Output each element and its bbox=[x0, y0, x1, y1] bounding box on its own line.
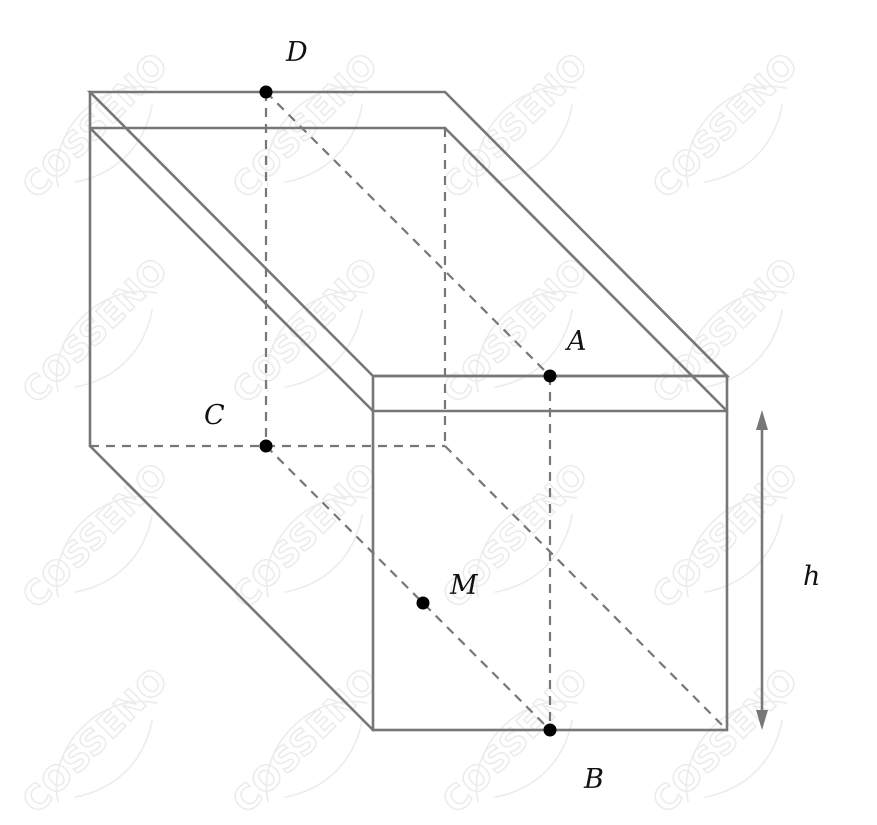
watermark-logo: COSSENO bbox=[224, 44, 387, 207]
watermark-logo: COSSENO bbox=[644, 44, 807, 207]
watermark-text: COSSENO bbox=[15, 455, 177, 617]
left-bottom-diagonal bbox=[88, 444, 375, 732]
point-M bbox=[416, 596, 430, 610]
watermark-text: COSSENO bbox=[225, 250, 387, 412]
hidden-bottom-right-diagonal bbox=[444, 445, 728, 731]
point-A bbox=[543, 369, 557, 383]
watermark-logo: COSSENO bbox=[434, 44, 597, 207]
watermark: COSSENO COSSENO COSSENO COSSENO COSSENO COSSE… bbox=[14, 44, 807, 822]
watermark-logo: COSSENO bbox=[644, 659, 807, 822]
watermark-logo: COSSENO bbox=[224, 454, 387, 617]
label-B: B bbox=[583, 764, 604, 795]
top-outer-face bbox=[86, 90, 731, 378]
watermark-text: COSSENO bbox=[15, 45, 177, 207]
watermark-text: COSSENO bbox=[15, 250, 177, 412]
rim-right-diagonal bbox=[443, 126, 729, 413]
watermark-text: COSSENO bbox=[435, 45, 597, 207]
watermark-logo: COSSENO bbox=[14, 659, 177, 822]
watermark-swirl bbox=[685, 290, 788, 393]
label-D: D bbox=[285, 37, 308, 68]
point-B bbox=[543, 723, 557, 737]
watermark-swirl bbox=[265, 700, 368, 803]
watermark-swirl bbox=[475, 700, 578, 803]
watermark-logo: COSSENO bbox=[14, 44, 177, 207]
segment-D-A bbox=[265, 91, 551, 377]
watermark-swirl bbox=[265, 85, 368, 188]
label-C: C bbox=[204, 400, 225, 431]
watermark-logo: COSSENO bbox=[224, 659, 387, 822]
watermark-swirl bbox=[55, 85, 158, 188]
point-D bbox=[259, 85, 273, 99]
watermark-text: COSSENO bbox=[225, 455, 387, 617]
segment-C-B bbox=[265, 445, 551, 731]
watermark-text: COSSENO bbox=[435, 660, 597, 822]
watermark-text: COSSENO bbox=[645, 45, 807, 207]
watermark-swirl bbox=[475, 495, 578, 598]
rim-left-diagonal bbox=[88, 126, 375, 413]
watermark-logo: COSSENO bbox=[434, 454, 597, 617]
watermark-text: COSSENO bbox=[15, 660, 177, 822]
watermark-swirl bbox=[685, 85, 788, 188]
watermark-swirl bbox=[265, 495, 368, 598]
watermark-logo: COSSENO bbox=[14, 249, 177, 412]
point-C bbox=[259, 439, 273, 453]
watermark-swirl bbox=[475, 290, 578, 393]
watermark-swirl bbox=[685, 495, 788, 598]
watermark-logo: COSSENO bbox=[434, 659, 597, 822]
label-M: M bbox=[449, 570, 479, 601]
point-labels: D A C M B bbox=[204, 37, 604, 795]
watermark-text: COSSENO bbox=[225, 660, 387, 822]
height-arrow-bottom-head bbox=[756, 710, 768, 730]
height-dimension: h bbox=[756, 410, 820, 730]
height-arrow-top-head bbox=[756, 410, 768, 430]
watermark-logo: COSSENO bbox=[644, 454, 807, 617]
points bbox=[259, 85, 557, 737]
watermark-logo: COSSENO bbox=[224, 249, 387, 412]
watermark-logo: COSSENO bbox=[14, 454, 177, 617]
watermark-swirl bbox=[55, 700, 158, 803]
height-label: h bbox=[803, 561, 820, 592]
watermark-swirl bbox=[475, 85, 578, 188]
watermark-swirl bbox=[55, 495, 158, 598]
label-A: A bbox=[564, 326, 587, 357]
watermark-swirl bbox=[55, 290, 158, 393]
watermark-logo: COSSENO bbox=[644, 249, 807, 412]
watermark-swirl bbox=[685, 700, 788, 803]
watermark-text: COSSENO bbox=[225, 45, 387, 207]
